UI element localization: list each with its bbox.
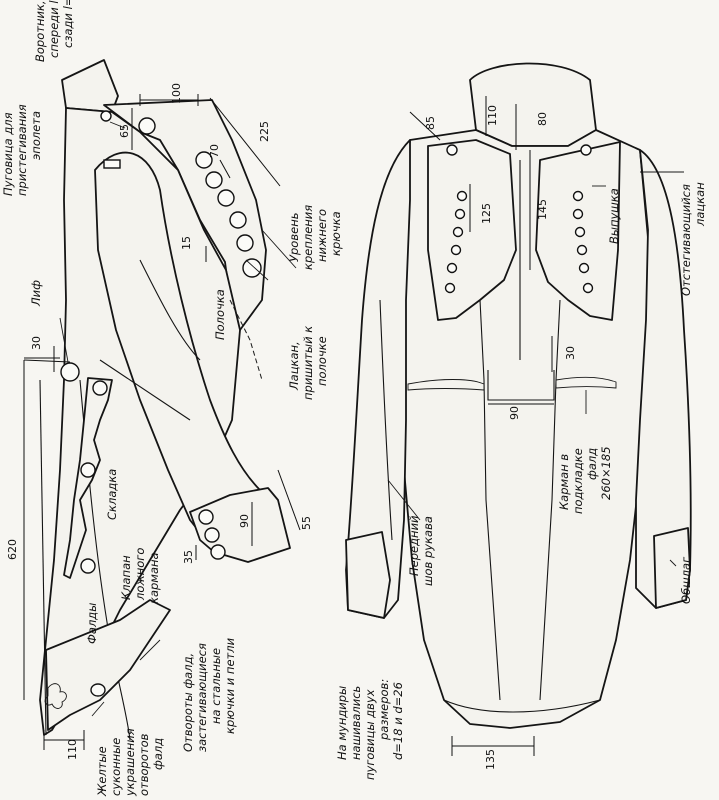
detachable-lackan-label-1: Отстегивающийся [679, 184, 693, 296]
yellow-ornaments-label-1: Желтые [95, 746, 109, 797]
dim-85: 85 [424, 116, 437, 130]
epaulette-button [100, 110, 112, 122]
side-dimensions [23, 94, 301, 750]
fald-turnback [45, 599, 171, 731]
side-view-figure [39, 59, 291, 741]
left-pocket-opening [407, 379, 485, 391]
dim-110-collar: 110 [486, 105, 499, 126]
front-collar [469, 62, 597, 147]
front-right-cuff [653, 527, 691, 609]
detachable-lackan-label-2: лацкан [693, 182, 707, 227]
dim-225: 225 [258, 121, 271, 142]
lower-hook-label-4: крючка [329, 211, 343, 256]
dim-70: 70 [208, 144, 221, 158]
false-pocket-label-1: Клапан [119, 555, 133, 600]
buttons-note-1: На мундиры [335, 686, 349, 760]
collar-front-label: спереди l=60, [47, 0, 61, 58]
yellow-ornaments-label-3: украшения [123, 728, 137, 797]
left-lapel [427, 139, 517, 321]
buttons-note-3: пуговицы двух [363, 689, 377, 780]
epaulette-button-label-3: эполета [29, 111, 43, 160]
yellow-ornaments-label-2: суконные [109, 738, 123, 796]
epaulette-button-label-2: пристегивания [15, 104, 29, 196]
fald-turnbacks-label-1: Отвороты фалд, [181, 653, 195, 752]
buttons-note-2: нашивались [349, 686, 363, 760]
dim-55: 55 [300, 516, 313, 530]
epaulette-button-label-1: Пуговица для [1, 112, 15, 196]
lif-button [60, 362, 80, 382]
fald-turnbacks-label-3: на стальные [209, 648, 223, 724]
lackan-sewn-label-1: Лацкан, [287, 341, 301, 391]
front-left-cuff [345, 531, 391, 619]
false-pocket-flap [63, 377, 113, 579]
pocket-lining-label-1: Карман в [557, 454, 571, 510]
front-dimensions [387, 96, 684, 756]
dim-110-fald: 110 [66, 739, 79, 760]
buttons-note-5: d=18 и d=26 [391, 682, 405, 760]
dim-30-pocket: 30 [564, 346, 577, 360]
collar-label: Воротник, [33, 0, 47, 62]
yellow-ornaments-label-4: отворотов [137, 733, 151, 796]
dim-90-pocket: 90 [508, 406, 521, 420]
yellow-ornaments-label-5: фалд [151, 738, 165, 770]
dim-135: 135 [484, 749, 497, 770]
cuff-shape [189, 487, 291, 563]
pocket-lining-label-2: подкладке [571, 448, 585, 514]
front-labels: 85 110 80 125 145 30 90 135 Отстегивающи… [335, 105, 707, 780]
lif-label: Лиф [29, 280, 43, 307]
buttons-note-4: размеров: [377, 679, 391, 741]
dim-30-lif: 30 [30, 336, 43, 350]
dim-145: 145 [536, 199, 549, 220]
dim-80: 80 [536, 112, 549, 126]
false-pocket-label-3: кармана [147, 552, 161, 604]
lackan-sewn-label-2: пришитый к [301, 326, 315, 400]
obshlag-label: Обшлаг [679, 556, 693, 604]
lower-hook-label-2: крепления [301, 205, 315, 270]
lackan-sewn-label-3: полочке [315, 336, 329, 386]
lower-hook-label-1: Уровень [287, 213, 301, 263]
dim-620: 620 [6, 539, 19, 560]
front-sleeve-seam-label-2: шов рукава [421, 516, 435, 586]
fald-turnbacks-label-2: застегивающиеся [195, 643, 209, 752]
lower-hook-label-3: нижнего [315, 209, 329, 262]
dim-35: 35 [182, 550, 195, 564]
pocket-lining-label-4: 260×185 [599, 446, 613, 500]
dim-90-cuff: 90 [238, 514, 251, 528]
collar-back-label: сзади l=75 [61, 0, 75, 48]
dim-100: 100 [170, 83, 183, 104]
dim-125: 125 [480, 203, 493, 224]
right-pocket-opening [555, 376, 617, 389]
vypushka-label: Выпушка [607, 188, 621, 244]
fald-turnbacks-label-4: крючки и петли [223, 637, 237, 734]
faldy-label: Фалды [85, 603, 99, 644]
side-labels: Воротник, спереди l=60, сзади l=75 Пугов… [1, 0, 343, 797]
fald-ornament [44, 683, 67, 709]
polochka-label: Полочка [213, 289, 227, 340]
false-pocket-label-2: ложного [133, 548, 147, 601]
skladka-label: Складка [105, 469, 119, 520]
front-sleeve-seam-label-1: Передний [407, 515, 421, 576]
front-view-figure [345, 62, 692, 729]
dim-65: 65 [118, 124, 131, 138]
dim-15: 15 [180, 236, 193, 250]
pocket-lining-label-3: фалд [585, 448, 599, 480]
